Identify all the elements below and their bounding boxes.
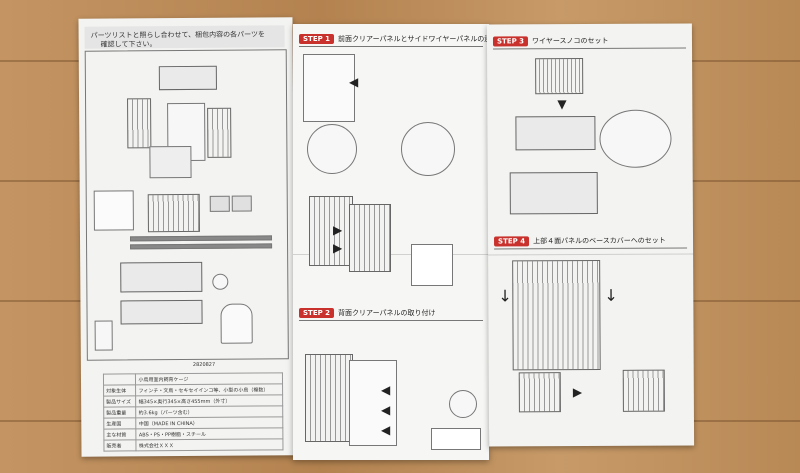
step1-panel-illustration <box>303 54 355 122</box>
step2-arrow-1-icon: ◀ <box>381 383 391 397</box>
step2-callout-box <box>431 428 481 450</box>
card-illustration <box>220 303 253 344</box>
step2-title: 背面クリアーパネルの取り付け <box>338 309 436 317</box>
perch-1-illustration <box>129 235 273 242</box>
step1-badge: STEP 1 <box>299 34 335 44</box>
hook-illustration <box>212 273 229 290</box>
step1-detail-circle-left <box>307 124 357 174</box>
spec-key: 生産国 <box>103 417 137 430</box>
perch-2-illustration <box>130 243 273 250</box>
spec-table: 小鳥用室内飼育ケージ 対象生体フィンチ・文鳥・セキセイインコ等、小型の小鳥（複数… <box>103 372 284 452</box>
step2-back-panel-illustration <box>349 360 397 446</box>
spec-row: 販売者株式会社ＸＸＸ <box>103 438 283 452</box>
manual-illustration <box>94 320 113 351</box>
step1-cage-left-illustration <box>309 196 353 266</box>
step1-detail-circle-right <box>401 122 455 176</box>
parts-list-page: パーツリストと照らし合わせて、梱包内容の各パーツを 確認して下さい。 28208… <box>78 17 296 457</box>
step4-right-arrow-icon: ▶ <box>572 385 583 400</box>
back-panel-illustration <box>93 190 134 231</box>
spec-key: 販売者 <box>103 439 137 452</box>
step1-arrow-2-icon: ▶ <box>333 223 343 237</box>
step4-detail-left-illustration <box>518 372 561 413</box>
base-tray-illustration <box>120 261 203 293</box>
wire-floor-illustration <box>147 193 200 233</box>
spec-key: 製品重量 <box>103 406 137 419</box>
step3-tray-set-illustration <box>509 171 598 215</box>
spec-key <box>103 373 136 386</box>
feeder-cup-2-illustration <box>231 195 252 212</box>
step2-arrow-3-icon: ◀ <box>381 423 391 437</box>
step3-down-arrow-icon: ▼ <box>557 97 567 112</box>
step2-down-arrow-icon <box>449 390 477 418</box>
page-fold-line-right <box>488 253 694 256</box>
page-fold-line <box>293 254 489 255</box>
parts-title-line2: 確認して下さい。 <box>100 40 157 49</box>
step4-down-arrow-right-icon: ↓ <box>604 285 618 305</box>
step3-badge: STEP 3 <box>492 36 529 47</box>
code-label: 2820827 <box>192 361 216 368</box>
drawer-tray-illustration <box>120 299 203 325</box>
spec-key: 主な材質 <box>103 428 137 441</box>
spec-value: 株式会社ＸＸＸ <box>136 438 283 451</box>
side-panel-right-illustration <box>207 107 232 158</box>
step1-cage-right-illustration <box>349 204 391 272</box>
wire-floor-illustration <box>535 58 584 95</box>
step4-title: 上部４面パネルのベースカバーへのセット <box>533 236 666 246</box>
step2-cage-illustration <box>305 354 353 442</box>
step2-badge: STEP 2 <box>299 308 335 318</box>
step2-arrow-2-icon: ◀ <box>381 403 391 417</box>
step1-arrow-3-icon: ▶ <box>333 241 343 255</box>
step4-badge: STEP 4 <box>494 236 530 247</box>
side-panel-left-illustration <box>127 98 152 149</box>
spec-key: 対象生体 <box>103 384 137 397</box>
step1-arrow-icon: ◀ <box>349 75 359 89</box>
step3-detail-circle <box>599 109 672 168</box>
top-cover-illustration <box>158 65 217 91</box>
step4-cage-illustration <box>512 259 601 371</box>
step3-tray-illustration <box>515 115 596 151</box>
step1-title: 前面クリアーパネルとサイドワイヤーパネルの連結 <box>338 35 499 43</box>
door-illustration <box>149 145 192 179</box>
feeder-cup-1-illustration <box>209 195 230 212</box>
step3-title: ワイヤースノコのセット <box>532 36 609 46</box>
step4-detail-right-illustration <box>622 369 665 412</box>
step4-down-arrow-left-icon: ↓ <box>498 286 512 306</box>
spec-key: 製品サイズ <box>103 395 137 408</box>
step1-callout-box <box>411 244 453 286</box>
